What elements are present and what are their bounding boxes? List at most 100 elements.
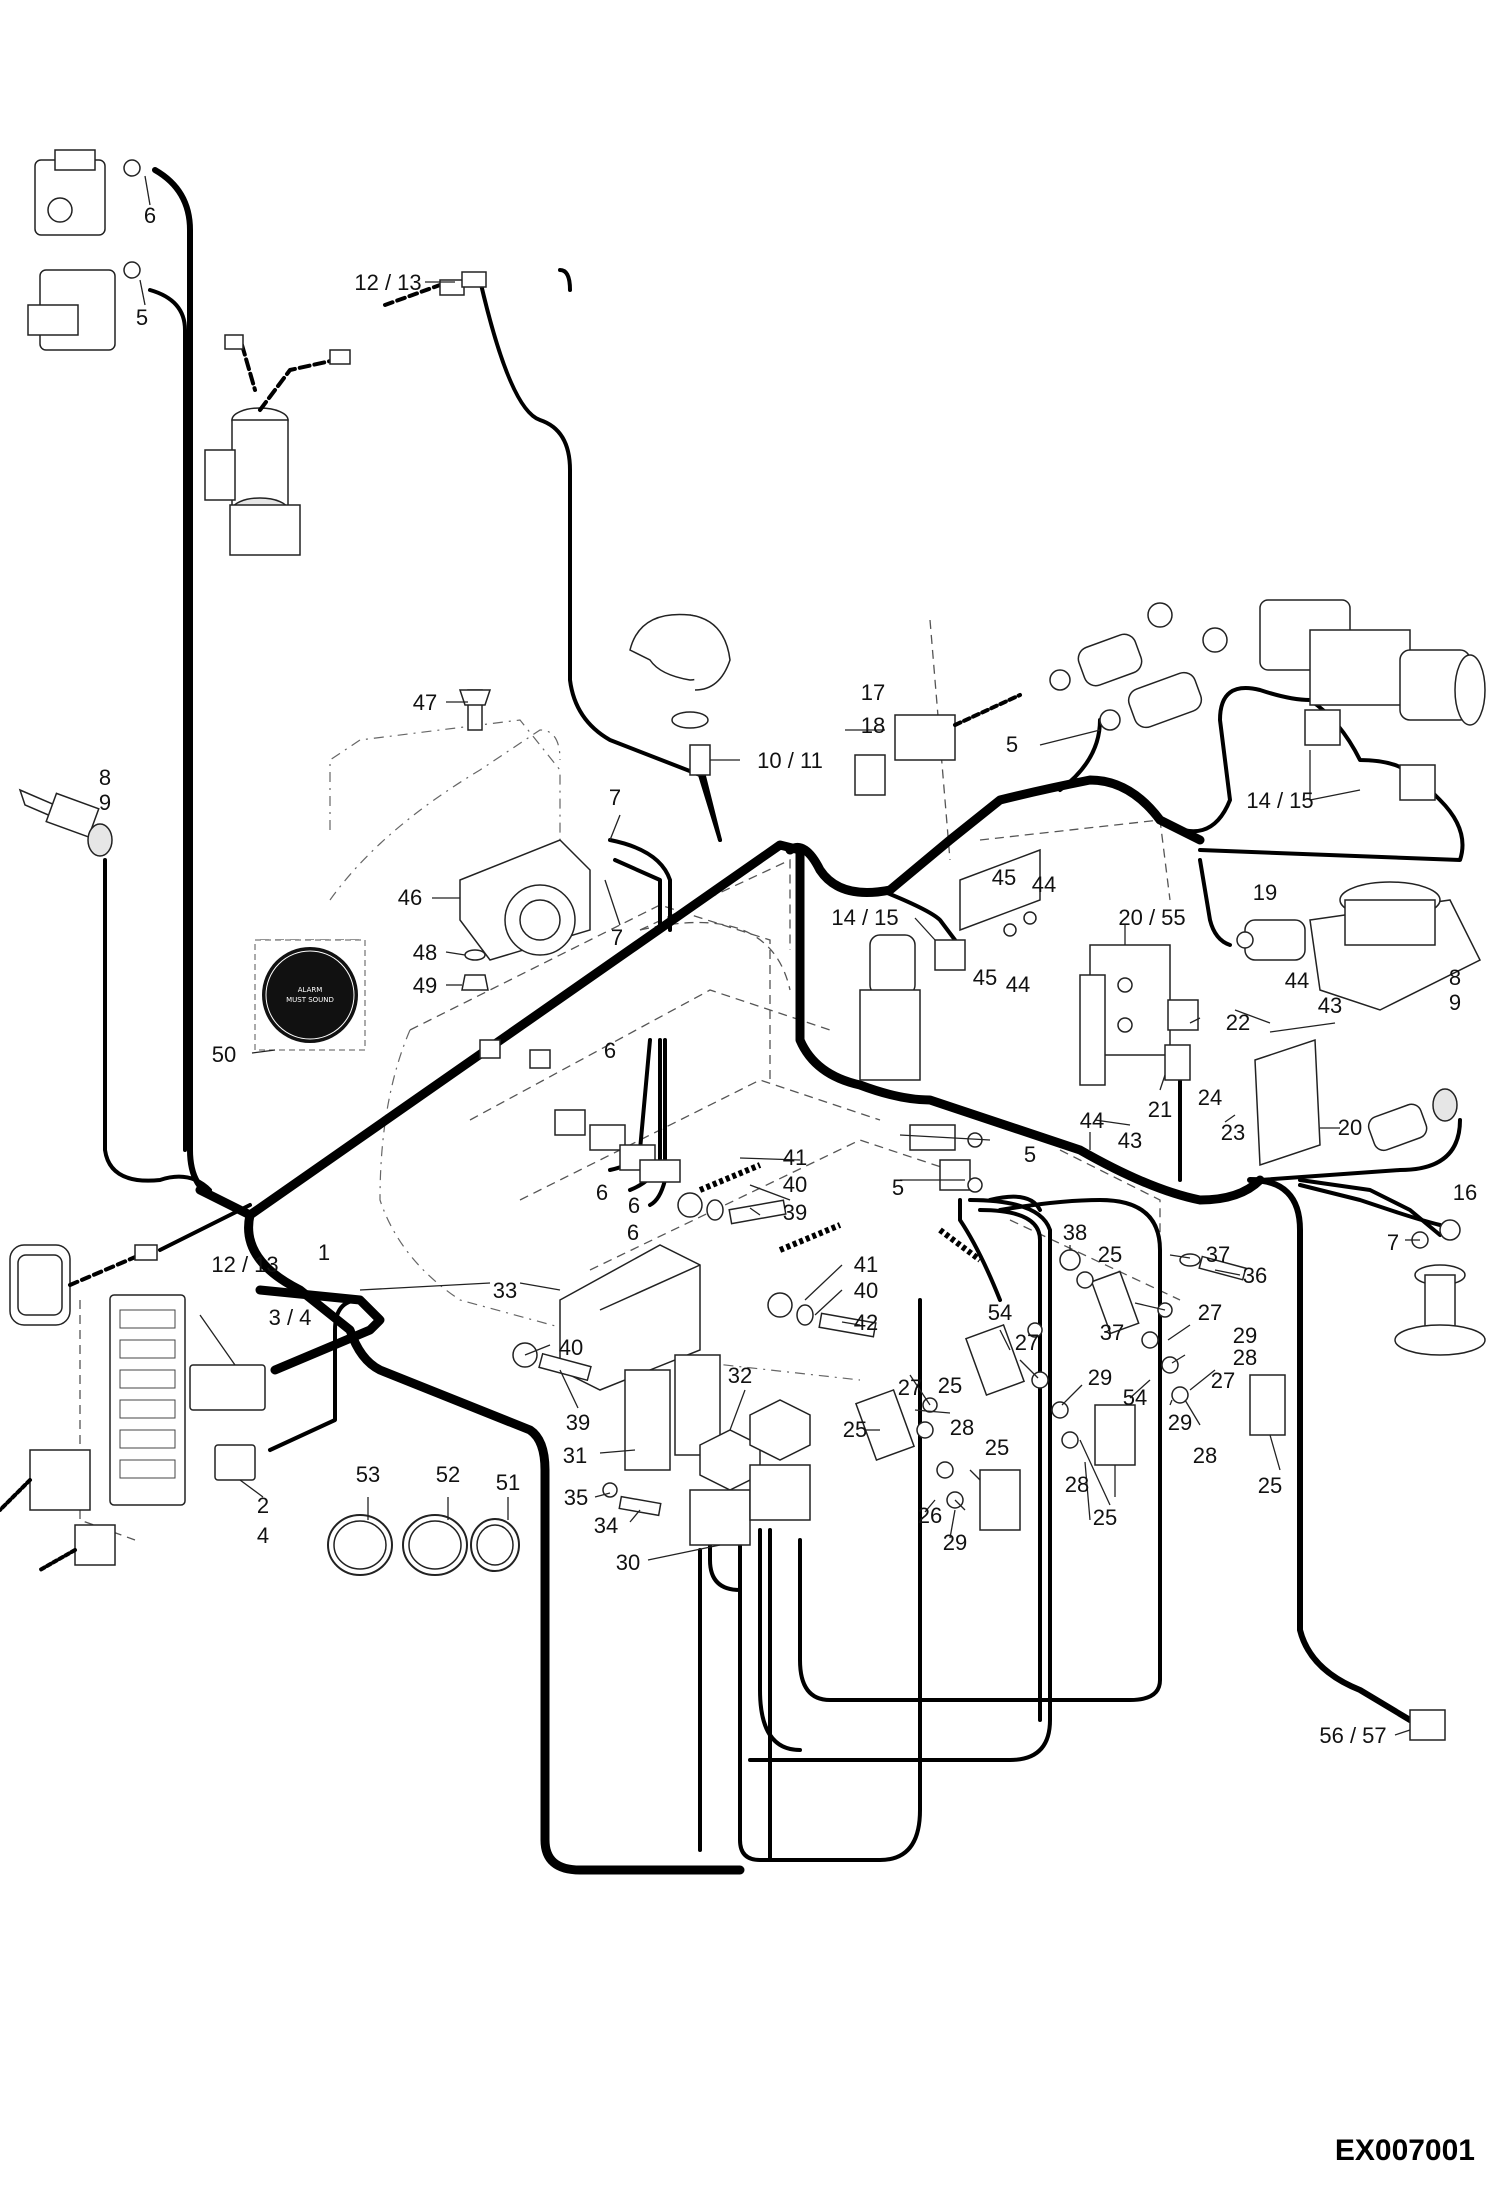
label-40: 40 [854, 1278, 878, 1303]
label-29: 29 [943, 1530, 967, 1555]
label-25: 25 [1098, 1242, 1122, 1267]
label-37: 37 [1100, 1320, 1124, 1345]
relays-31 [624, 1354, 721, 1471]
label-19: 19 [1253, 880, 1277, 905]
label-51: 51 [496, 1470, 520, 1495]
label-17: 17 [861, 680, 885, 705]
label-18: 18 [861, 713, 885, 738]
bracket-33 [559, 1244, 701, 1391]
fuse-holders [854, 1249, 1286, 1531]
connector-12-13-top [383, 271, 487, 307]
label-38: 38 [1063, 1220, 1087, 1245]
label-28: 28 [1065, 1472, 1089, 1497]
label-21: 21 [1148, 1097, 1172, 1122]
label-3-4: 3 / 4 [269, 1305, 312, 1330]
label-35: 35 [564, 1485, 588, 1510]
label-14-15: 14 / 15 [1246, 788, 1313, 813]
ring-terminal-icon [123, 159, 141, 177]
label-46: 46 [398, 885, 422, 910]
relay-top-left [34, 149, 141, 236]
label-41: 41 [854, 1252, 878, 1277]
label-54: 54 [1123, 1385, 1147, 1410]
solenoid-valve-left [204, 334, 351, 556]
label-28: 28 [950, 1415, 974, 1440]
fasteners-34-35 [602, 1482, 662, 1517]
mounting-bracket-20-55 [959, 848, 1199, 1086]
label-30: 30 [616, 1550, 640, 1575]
label-27: 27 [1198, 1300, 1222, 1325]
connector-2-4-icon [214, 1444, 256, 1481]
nut-49-icon [461, 974, 489, 991]
label-1: 1 [318, 1240, 330, 1265]
label-7: 7 [609, 785, 621, 810]
solenoid-coil-right [1049, 602, 1228, 731]
label-40: 40 [783, 1172, 807, 1197]
label-25: 25 [938, 1373, 962, 1398]
relay-22-icon [1167, 999, 1199, 1031]
label-31: 31 [563, 1443, 587, 1468]
label-56-57: 56 / 57 [1319, 1723, 1386, 1748]
relay-mid-left [27, 261, 141, 351]
label-6: 6 [604, 1038, 616, 1063]
label-53: 53 [356, 1462, 380, 1487]
label-36: 36 [1243, 1263, 1267, 1288]
label-2: 2 [257, 1493, 269, 1518]
label-6: 6 [596, 1180, 608, 1205]
label-47: 47 [413, 690, 437, 715]
proximity-sensor-left [18, 788, 113, 857]
label-10-11: 10 / 11 [757, 748, 823, 773]
alarm-sticker-50: ALARM MUST SOUND [254, 939, 366, 1051]
label-8: 8 [99, 765, 111, 790]
main-harness [103, 167, 1465, 1875]
label-26: 26 [918, 1503, 942, 1528]
label-24: 24 [1198, 1085, 1222, 1110]
alarm-horn-46 [329, 689, 591, 991]
label-20-55: 20 / 55 [1118, 905, 1185, 930]
label-39: 39 [783, 1200, 807, 1225]
label-25: 25 [985, 1435, 1009, 1460]
label-44: 44 [1285, 968, 1309, 993]
label-29: 29 [1233, 1323, 1257, 1348]
work-light-12-13 [9, 1244, 158, 1326]
label-45: 45 [992, 865, 1016, 890]
sticker-line-2: MUST SOUND [286, 996, 334, 1004]
label-54: 54 [988, 1300, 1012, 1325]
label-6: 6 [144, 203, 156, 228]
label-44: 44 [1080, 1108, 1104, 1133]
beacon-lamp-10-11 [629, 613, 731, 776]
control-module-20 [1254, 1038, 1321, 1167]
ring-terminal-cluster-6 [479, 1039, 681, 1183]
ring-terminal-16 [1411, 1219, 1461, 1249]
label-28: 28 [1233, 1345, 1257, 1370]
label-14-15: 14 / 15 [831, 905, 898, 930]
label-41: 41 [783, 1145, 807, 1170]
label-43: 43 [1118, 1128, 1142, 1153]
solenoid-valve-14-15 [859, 934, 966, 1081]
label-29: 29 [1088, 1365, 1112, 1390]
label-25: 25 [843, 1417, 867, 1442]
label-8: 8 [1449, 965, 1461, 990]
label-42: 42 [854, 1310, 878, 1335]
label-27: 27 [1211, 1368, 1235, 1393]
label-20: 20 [1338, 1115, 1362, 1140]
label-28: 28 [1193, 1443, 1217, 1468]
label-48: 48 [413, 940, 437, 965]
proximity-sensor-right [1367, 1088, 1458, 1152]
label-9: 9 [1449, 990, 1461, 1015]
label-50: 50 [212, 1042, 236, 1067]
label-29: 29 [1168, 1410, 1192, 1435]
label-7: 7 [611, 925, 623, 950]
label-27: 27 [1015, 1330, 1039, 1355]
cable-spool [1394, 1264, 1486, 1356]
label-5: 5 [136, 305, 148, 330]
label-23: 23 [1221, 1120, 1245, 1145]
label-4: 4 [257, 1523, 269, 1548]
gear-housing-right [1309, 881, 1482, 1011]
connector-3-4-icon [189, 1364, 266, 1411]
sticker-line-1: ALARM [298, 986, 323, 994]
washer-48-icon [464, 949, 486, 961]
leader-lines [139, 175, 1420, 1736]
label-25: 25 [1093, 1505, 1117, 1530]
label-5: 5 [892, 1175, 904, 1200]
